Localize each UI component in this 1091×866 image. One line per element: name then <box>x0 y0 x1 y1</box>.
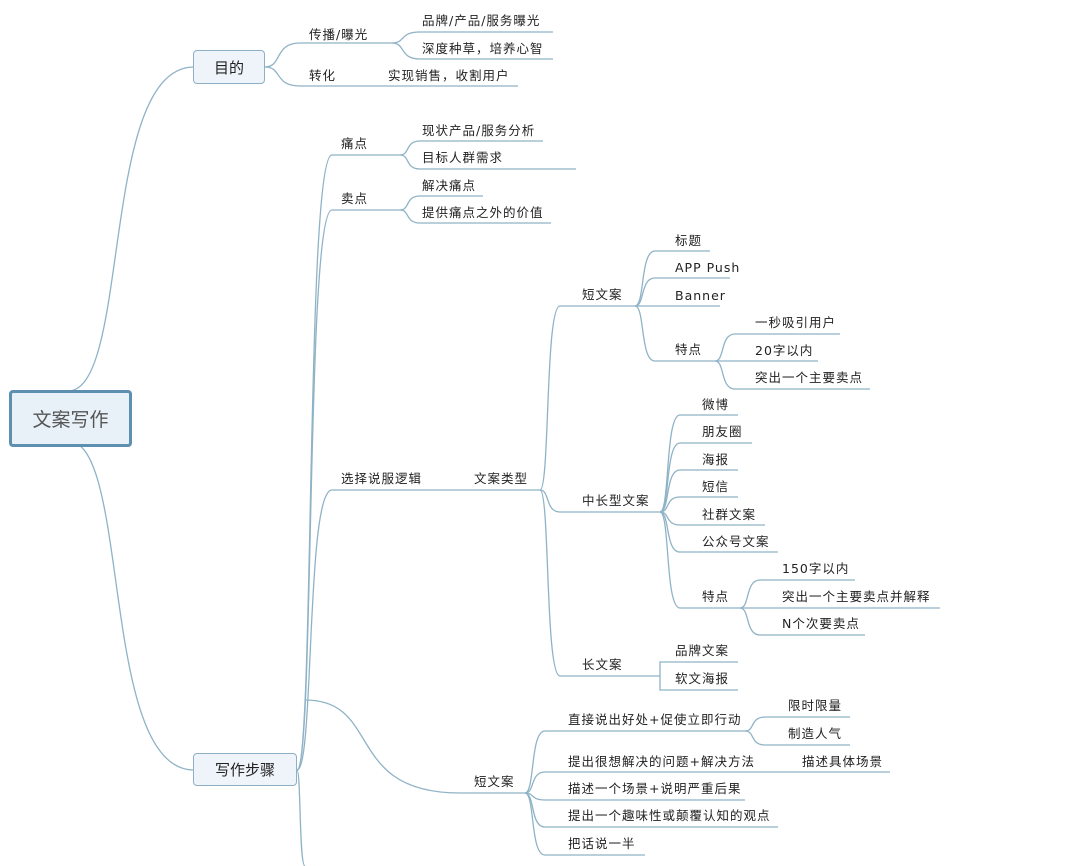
node-method-1-limit[interactable]: 限时限量 <box>788 698 843 713</box>
connector-line <box>659 496 738 513</box>
node-short-f3[interactable]: 突出一个主要卖点 <box>755 370 864 385</box>
node-short[interactable]: 短文案 <box>582 287 623 302</box>
node-logic[interactable]: 选择说服逻辑 <box>341 471 423 486</box>
connector-line <box>634 250 710 307</box>
node-short-f2[interactable]: 20字以内 <box>755 343 814 358</box>
node-method-2[interactable]: 提出很想解决的问题+解决方法 <box>568 754 755 769</box>
node-type[interactable]: 文案类型 <box>474 471 529 486</box>
connector-line <box>634 305 715 362</box>
connector-line <box>524 730 745 794</box>
connector-line <box>659 469 738 513</box>
connector-line <box>264 42 392 68</box>
connector-line <box>659 442 752 513</box>
node-method-1-pop[interactable]: 制造人气 <box>788 726 843 741</box>
node-long[interactable]: 长文案 <box>582 657 623 672</box>
connector-line <box>744 716 850 732</box>
connector-line <box>659 661 738 676</box>
node-medium-c1[interactable]: 朋友圈 <box>702 424 743 439</box>
connector-line <box>296 769 306 866</box>
connector-line <box>539 489 660 677</box>
connector-line <box>399 154 576 170</box>
connector-line <box>304 699 525 794</box>
connector-line <box>524 792 645 856</box>
node-medium-c0[interactable]: 微博 <box>702 397 730 412</box>
connector-line <box>739 607 865 636</box>
node-spread[interactable]: 传播/曝光 <box>309 27 369 42</box>
node-sell[interactable]: 卖点 <box>341 191 369 206</box>
connector-line <box>714 333 840 362</box>
node-medium-c3[interactable]: 短信 <box>702 479 730 494</box>
node-spread-mind[interactable]: 深度种草，培养心智 <box>422 41 544 56</box>
node-sell-solve[interactable]: 解决痛点 <box>422 178 477 193</box>
node-medium-f1[interactable]: 150字以内 <box>782 561 850 576</box>
node-convert[interactable]: 转化 <box>309 68 337 83</box>
node-medium-c4[interactable]: 社群文案 <box>702 507 757 522</box>
node-method-4[interactable]: 提出一个趣味性或颠覆认知的观点 <box>568 808 771 823</box>
connector-line <box>539 305 635 491</box>
node-long-brand[interactable]: 品牌文案 <box>675 643 730 658</box>
connector-line <box>296 209 400 771</box>
connector-line <box>67 440 195 771</box>
connector-line <box>399 209 551 224</box>
node-pain[interactable]: 痛点 <box>341 136 369 151</box>
node-medium-c5[interactable]: 公众号文案 <box>702 534 770 549</box>
connector-line <box>399 140 543 156</box>
node-short-feature[interactable]: 特点 <box>675 342 703 357</box>
connector-line <box>659 511 740 609</box>
connector-line <box>391 31 553 44</box>
node-pain-needs[interactable]: 目标人群需求 <box>422 150 504 165</box>
node-method-5[interactable]: 把话说一半 <box>568 836 636 851</box>
connector-line <box>67 66 195 392</box>
connector-line <box>739 579 855 609</box>
connector-line <box>539 489 660 513</box>
node-medium-feature[interactable]: 特点 <box>702 589 730 604</box>
node-purpose[interactable]: 目的 <box>193 50 265 84</box>
node-medium-c2[interactable]: 海报 <box>702 452 730 467</box>
node-short-push[interactable]: APP Push <box>675 260 741 275</box>
connector-line <box>659 511 778 553</box>
node-method-1[interactable]: 直接说出好处+促使立即行动 <box>568 712 742 727</box>
node-sell-value[interactable]: 提供痛点之外的价值 <box>422 205 544 220</box>
root-node[interactable]: 文案写作 <box>9 390 132 447</box>
connector-line <box>744 730 850 746</box>
connector-line <box>659 676 738 691</box>
node-method-2-scene[interactable]: 描述具体场景 <box>802 754 884 769</box>
connector-line <box>399 195 483 211</box>
connector-line <box>524 771 890 794</box>
node-convert-sales[interactable]: 实现销售，收割用户 <box>388 68 510 83</box>
node-method-3[interactable]: 描述一个场景+说明严重后果 <box>568 781 742 796</box>
node-pain-analysis[interactable]: 现状产品/服务分析 <box>422 123 536 138</box>
node-short-title[interactable]: 标题 <box>675 233 703 248</box>
node-long-soft[interactable]: 软文海报 <box>675 671 730 686</box>
connector-line <box>264 66 518 87</box>
connector-line <box>296 489 540 771</box>
node-spread-brand[interactable]: 品牌/产品/服务曝光 <box>422 13 541 28</box>
connector-line <box>391 42 553 60</box>
connector-line <box>634 277 730 307</box>
node-short-copy[interactable]: 短文案 <box>474 774 515 789</box>
node-medium-f2[interactable]: 突出一个主要卖点并解释 <box>782 589 931 604</box>
node-short-f1[interactable]: 一秒吸引用户 <box>755 315 837 330</box>
node-medium-f3[interactable]: N个次要卖点 <box>782 616 860 631</box>
node-medium[interactable]: 中长型文案 <box>582 493 650 508</box>
node-steps[interactable]: 写作步骤 <box>193 753 297 786</box>
node-short-banner[interactable]: Banner <box>675 288 726 303</box>
connector-line <box>714 360 870 390</box>
